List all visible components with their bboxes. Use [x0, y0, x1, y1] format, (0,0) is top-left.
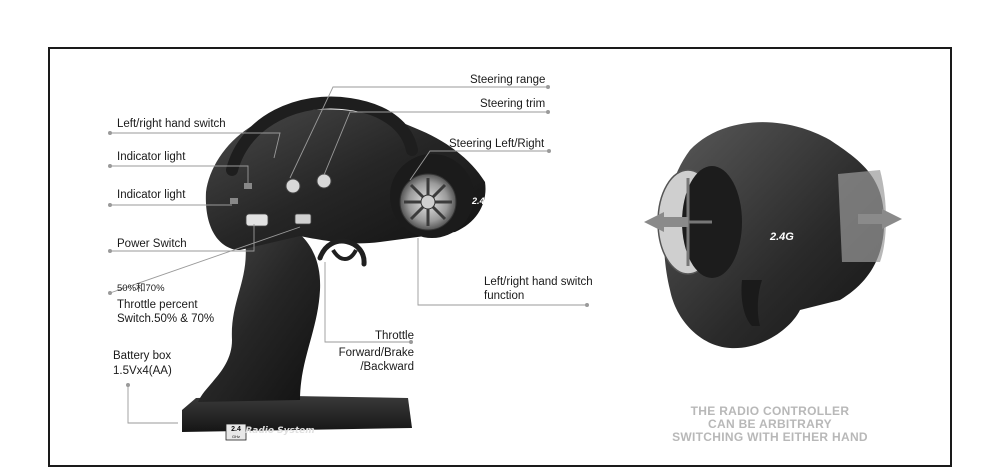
leader-dots [108, 85, 589, 387]
leader-battery [127, 385, 178, 424]
wheel-mark: 2.4G [471, 196, 492, 206]
label-throttle-percent-small: 50%和70% [117, 283, 165, 294]
label-hand-switch-function-line1: Left/right hand switch [484, 276, 593, 288]
label-throttle: Throttle [375, 330, 414, 342]
leader-steering-range [289, 86, 548, 179]
right-arrow [882, 209, 902, 229]
steering-wheel-hub [420, 194, 436, 210]
steering-trim-knob [316, 173, 332, 189]
frequency-badge [225, 423, 247, 441]
indicator-light-1 [244, 183, 252, 189]
label-throttle-percent-line2: Switch.50% & 70% [117, 313, 215, 325]
label-throttle-backward: /Backward [360, 361, 414, 373]
rear-mark: 2.4G [769, 231, 794, 243]
caption-line-1: THE RADIO CONTROLLER [690, 404, 850, 418]
base-logo: Radio System [245, 426, 314, 436]
leader-throttle [324, 262, 411, 343]
leader-hand-switch [110, 132, 281, 159]
transmitter-base [182, 396, 412, 432]
label-battery-spec: 1.5Vx4(AA) [113, 365, 172, 377]
caption-line-2: CAN BE ARBITRARY [708, 417, 832, 431]
transmitter-side-view: 2.4 GHz Radio System 2.4G [182, 96, 492, 441]
left-arrow-shaft [664, 217, 688, 227]
throttle-trigger-inner [331, 248, 358, 261]
label-battery-box: Battery box [113, 350, 172, 362]
leader-power-switch [110, 224, 255, 252]
label-hand-switch-function-line2: function [484, 290, 525, 302]
label-power-switch: Power Switch [117, 238, 187, 250]
left-arrow [644, 212, 664, 232]
caption: THE RADIO CONTROLLER CAN BE ARBITRARY SW… [640, 405, 900, 444]
leader-steering-trim [323, 111, 548, 176]
throttle-percent-switch [294, 213, 312, 225]
label-indicator-light-1: Indicator light [117, 151, 186, 163]
label-throttle-percent-line1: Throttle percent [117, 299, 198, 311]
caption-line-3: SWITCHING WITH EITHER HAND [672, 430, 868, 444]
transmitter-grip [198, 228, 321, 402]
label-indicator-light-2: Indicator light [117, 189, 186, 201]
transmitter-rear-view: 2.4G [644, 122, 902, 349]
rear-trigger [741, 280, 762, 326]
leader-steering-left-right [409, 150, 549, 181]
throttle-trigger [317, 238, 367, 267]
leader-lines [109, 86, 587, 424]
label-throttle-forward-brake: Forward/Brake [338, 347, 414, 359]
badge-subtext: GHz [232, 434, 240, 439]
badge-text: 2.4 [231, 426, 241, 433]
steering-range-knob [285, 178, 301, 194]
label-steering-left-right: Steering Left/Right [449, 138, 545, 150]
label-steering-trim: Steering trim [480, 98, 546, 110]
right-arrow-shaft [858, 214, 882, 224]
transmitter-handle [226, 96, 418, 176]
leader-indicator-1 [110, 165, 249, 183]
power-switch [245, 213, 269, 227]
indicator-light-2 [230, 198, 238, 204]
leader-throttle-percent [109, 226, 301, 294]
label-left-right-hand-switch: Left/right hand switch [117, 118, 226, 130]
leader-hand-switch-function [417, 238, 587, 306]
label-steering-range: Steering range [470, 74, 546, 86]
product-illustration: 2.4 GHz Radio System 2.4G [108, 85, 902, 441]
